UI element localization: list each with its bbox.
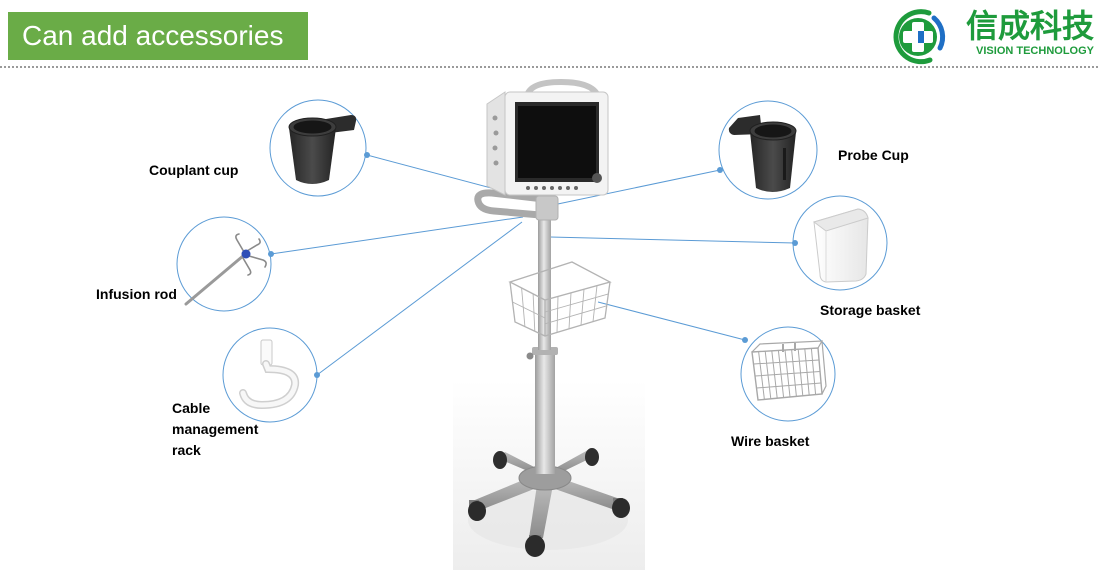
couplant-cup-icon bbox=[288, 115, 357, 184]
connector-cable-rack bbox=[316, 221, 523, 376]
monitor-control-knob bbox=[592, 173, 602, 183]
logo-name-english: VISION TECHNOLOGY bbox=[976, 45, 1094, 57]
couplant-cup-body bbox=[289, 128, 336, 184]
wire-basket-mesh bbox=[753, 348, 822, 400]
monitor-buttons bbox=[526, 186, 578, 190]
storage-basket-icon bbox=[812, 208, 869, 283]
infusion-rod-knob bbox=[241, 249, 251, 259]
label-wire-basket: Wire basket bbox=[731, 433, 810, 449]
connector-wire-basket bbox=[597, 301, 746, 341]
label-cable-management-rack: Cable management rack bbox=[172, 400, 259, 458]
monitor-button bbox=[558, 186, 562, 190]
monitor-button bbox=[574, 186, 578, 190]
medical-cross-emblem-icon bbox=[893, 9, 946, 65]
wire-basket-handle bbox=[782, 343, 796, 352]
trolley-leg bbox=[552, 450, 595, 473]
label-infusion-rod: Infusion rod bbox=[96, 286, 177, 302]
infusion-rod-hook bbox=[246, 238, 261, 252]
logo-cross-accent bbox=[918, 31, 924, 43]
cable-rack-hook bbox=[240, 361, 298, 408]
header-divider bbox=[0, 66, 1098, 68]
trolley-caster bbox=[585, 448, 599, 466]
probe-cup-icon bbox=[728, 115, 797, 192]
monitor-side-port bbox=[493, 130, 499, 136]
trolley-caster bbox=[468, 501, 486, 521]
monitor-side-port bbox=[492, 115, 498, 121]
monitor-screen bbox=[518, 106, 596, 178]
wire-basket-icon bbox=[751, 340, 827, 401]
monitor-side-port bbox=[493, 160, 499, 166]
dot-wire-basket bbox=[742, 337, 748, 343]
probe-cup-opening bbox=[754, 124, 792, 138]
monitor-button bbox=[526, 186, 530, 190]
connector-lines bbox=[270, 154, 796, 376]
label-couplant-cup: Couplant cup bbox=[149, 162, 239, 178]
cable-rack-icon bbox=[239, 339, 300, 410]
dot-cable-rack bbox=[314, 372, 320, 378]
monitor-side-port bbox=[492, 145, 498, 151]
infusion-rod-icon bbox=[184, 233, 267, 306]
infusion-rod-circle bbox=[176, 216, 272, 312]
trolley-caster bbox=[493, 451, 507, 469]
label-probe-cup: Probe Cup bbox=[838, 147, 909, 163]
wire-basket-rim bbox=[751, 340, 827, 395]
monitor-side-panel bbox=[486, 91, 506, 196]
infusion-rod-shaft bbox=[184, 254, 245, 306]
monitor-button bbox=[542, 186, 546, 190]
dot-probe-cup bbox=[717, 167, 723, 173]
monitor-button bbox=[566, 186, 570, 190]
connector-dots bbox=[268, 152, 798, 378]
trolley-caster bbox=[612, 498, 630, 518]
logo-green-ring bbox=[893, 9, 933, 65]
trolley-leg bbox=[555, 478, 620, 509]
trolley-leg bbox=[497, 452, 540, 472]
monitor-trolley bbox=[468, 78, 630, 557]
monitor-carry-handle bbox=[524, 78, 601, 99]
infusion-rod-hook bbox=[248, 255, 267, 268]
trolley-shadow bbox=[468, 490, 628, 550]
trolley-leg bbox=[529, 485, 553, 538]
trolley-mount-block bbox=[535, 195, 559, 221]
dot-infusion-rod bbox=[268, 251, 274, 257]
trolley-caster bbox=[525, 535, 545, 557]
page-title: Can add accessories bbox=[22, 20, 284, 51]
logo-name-chinese: 信成科技 bbox=[965, 7, 1094, 45]
dot-storage-basket bbox=[792, 240, 798, 246]
connector-storage-basket bbox=[549, 236, 796, 244]
connector-infusion-rod bbox=[270, 216, 524, 255]
title-banner: Can add accessories bbox=[8, 12, 308, 60]
trolley-push-handle bbox=[474, 189, 556, 220]
trolley-leg bbox=[470, 478, 534, 511]
trolley-basket-mesh bbox=[512, 285, 609, 333]
monitor-button bbox=[550, 186, 554, 190]
infusion-rod-hook bbox=[235, 233, 245, 253]
infusion-rod-hook bbox=[242, 257, 252, 276]
couplant-cup-opening bbox=[293, 120, 332, 134]
dot-couplant-cup bbox=[364, 152, 370, 158]
probe-cup-body bbox=[750, 132, 796, 192]
logo-blue-ring bbox=[931, 15, 946, 51]
trolley-wire-basket bbox=[508, 261, 612, 337]
label-storage-basket: Storage basket bbox=[820, 302, 921, 318]
trolley-lower-pole bbox=[535, 352, 555, 474]
probe-cup-slot bbox=[783, 148, 786, 180]
connector-probe-cup bbox=[552, 169, 721, 206]
storage-basket-opening bbox=[812, 208, 869, 232]
monitor-button bbox=[534, 186, 538, 190]
trolley-height-knob bbox=[526, 352, 534, 360]
